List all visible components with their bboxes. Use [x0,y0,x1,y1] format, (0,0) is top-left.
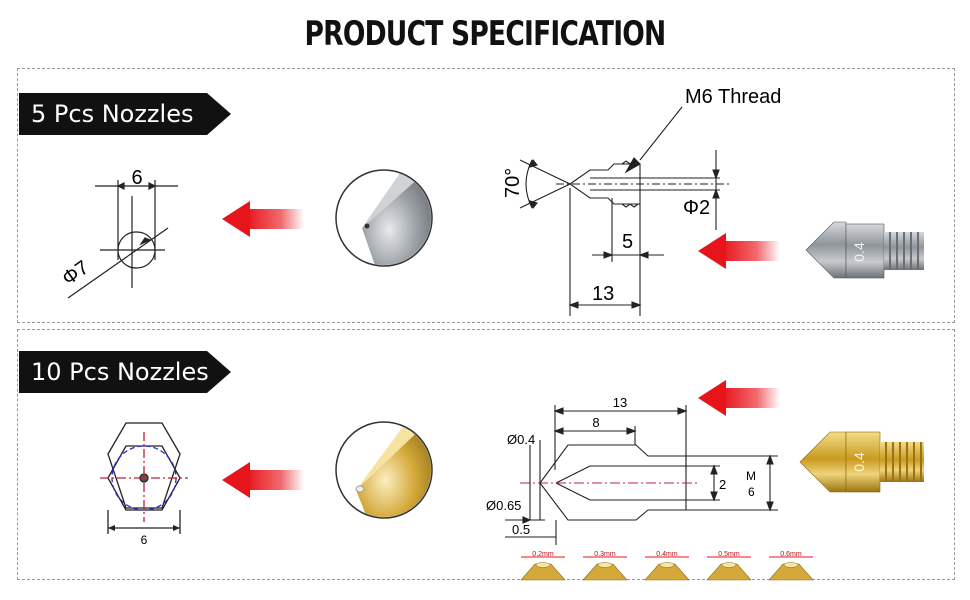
page-title: PRODUCT SPECIFICATION [304,14,667,54]
section-10-pcs [17,329,955,580]
brass-tip-mini-top [659,562,675,568]
dim-angle: 70° [502,168,524,198]
brass-tip-mini-top [721,562,737,568]
brass-tip-mini-top [783,562,799,568]
steel-tip-closeup [335,169,433,267]
size-label: 0.3mm [594,551,616,558]
dim-thread-6: 6 [748,485,755,499]
dim-width-6: 6 [131,167,142,189]
brass-nozzle-label: 0.4 [851,452,867,472]
brass-tip-mini [582,563,628,581]
size-strip: 0.2mm 0.3mm 0.4mm 0.5mm 0.6mm [520,551,814,581]
size-label: 0.6mm [780,551,802,558]
dim-inner-8: 8 [592,415,599,430]
size-item: 0.2mm [520,551,566,581]
red-arrow-2 [698,233,780,269]
size-label: 0.5mm [718,551,740,558]
dim-length: 13 [592,283,614,305]
size-label: 0.4mm [656,551,678,558]
red-arrow-3 [222,462,304,498]
hex-view-drawing [100,422,188,534]
dim-outer-diameter: Ø0.65 [486,498,521,513]
dim-bore: Φ2 [683,197,710,219]
brass-tip-mini [644,563,690,581]
dim-length-13: 13 [613,395,627,410]
size-label: 0.2mm [532,551,554,558]
dim-tip-length: 0.5 [512,522,530,537]
brass-tip-mini-top [597,562,613,568]
brass-nozzle-photo [799,431,924,493]
section-tag-10-pcs: 10 Pcs Nozzles [19,351,231,393]
brass-tip-mini [768,563,814,581]
brass-tip-mini-top [535,562,551,568]
size-item: 0.3mm [582,551,628,581]
red-arrow-4 [698,380,780,416]
dim-bore-2: 2 [719,477,726,492]
brass-side-drawing [505,405,778,545]
dim-thread: M6 Thread [685,86,781,108]
brass-tip-mini [706,563,752,581]
brass-tip-mini [520,563,566,581]
dim-thread-m: M [746,469,756,483]
front-view-drawing [67,180,178,299]
section-tag-5-pcs: 5 Pcs Nozzles [19,93,231,135]
brass-tip-closeup [335,421,433,519]
dim-hex-6: 6 [141,533,148,547]
side-view-drawing [519,106,730,316]
size-item: 0.6mm [768,551,814,581]
red-arrow-1 [222,201,304,237]
dim-diameter-7: Φ7 [58,257,93,291]
dim-tip-diameter: Ø0.4 [507,432,535,447]
dim-tip: 5 [622,231,633,253]
steel-nozzle-photo [805,221,924,279]
steel-nozzle-label: 0.4 [851,242,867,262]
size-item: 0.5mm [706,551,752,581]
size-item: 0.4mm [644,551,690,581]
